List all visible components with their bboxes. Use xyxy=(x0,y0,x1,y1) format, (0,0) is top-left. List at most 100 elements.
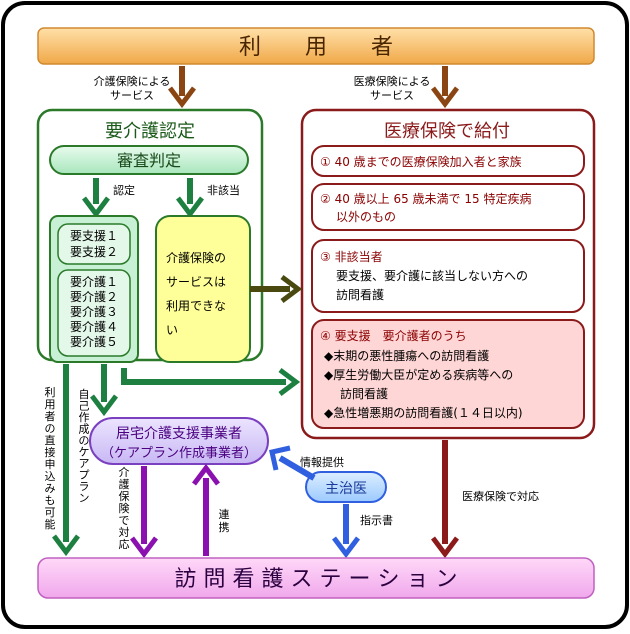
kaigo-taiou-char: 対 xyxy=(119,525,130,539)
not-available-box xyxy=(155,215,251,363)
kaigo-taiou-char: 護 xyxy=(119,477,130,491)
self-plan-char: ケ xyxy=(79,446,90,459)
medical-panel-title: 医療保険で給付 xyxy=(384,121,510,142)
arrow-higaitou xyxy=(176,178,204,219)
medical-box-3 xyxy=(311,239,585,313)
station-bar xyxy=(37,557,595,599)
arrow-levels-to-medical xyxy=(121,368,301,396)
renkei-char: 携 xyxy=(219,520,230,534)
medical-box-4-item2: ◆厚生労働大臣が定める疾病等への xyxy=(324,367,513,382)
medical-box-4 xyxy=(311,319,585,429)
kaigo-taiou-char: で xyxy=(119,514,130,527)
medical-box-3-line2: 訪問看護 xyxy=(336,287,384,302)
station-bar-label: 訪 問 看 護 ス テ ー シ ョ ン xyxy=(175,567,458,592)
direct-apply-char: 用 xyxy=(45,398,56,411)
care-panel-title: 要介護認定 xyxy=(105,121,195,142)
self-plan-char: 己 xyxy=(79,400,90,413)
user-bar-label: 利 用 者 xyxy=(239,35,393,60)
care-manager-line2: （ケアプラン作成事業者） xyxy=(101,445,257,461)
arrow-user-to-care xyxy=(168,66,196,109)
arrow-nintei xyxy=(82,178,110,219)
care-manager-line1: 居宅介護支援事業者 xyxy=(116,426,242,442)
judgement-box xyxy=(49,145,249,175)
arrow-higaitou-to-medical xyxy=(250,275,303,303)
medical-box-3-title: ③ 非該当者 xyxy=(320,249,383,264)
arrow-direct-apply xyxy=(52,364,80,557)
direct-apply-char: 申 xyxy=(45,458,56,471)
medical-box-4-title: ④ 要支援 要介護者のうち xyxy=(320,328,467,343)
medical-box-2 xyxy=(311,183,585,231)
kaigo-1: 要介護１ xyxy=(70,274,118,289)
arrow-higaitou-label: 非該当 xyxy=(207,183,240,197)
arrow-instruction xyxy=(332,504,360,559)
shien-1: 要支援１ xyxy=(70,229,118,243)
medical-box-4-item1: ◆末期の悪性腫瘍への訪問看護 xyxy=(324,348,489,363)
kaigo-5: 要介護５ xyxy=(70,334,118,349)
kaigo-taiou-char: 保 xyxy=(119,489,130,503)
kaigo-taiou-char: 険 xyxy=(119,502,130,515)
shien-box xyxy=(57,223,131,265)
self-plan-char: ン xyxy=(79,492,90,505)
kaigo-taiou-char: 介 xyxy=(119,466,130,479)
direct-apply-char: 利 xyxy=(45,386,56,399)
direct-apply-char: も xyxy=(45,494,56,507)
self-plan-char: ア xyxy=(79,457,90,470)
arrow-iryo-taiou xyxy=(431,440,459,559)
medical-box-3-line1: 要支援、要介護に該当しない方への xyxy=(336,268,528,283)
iryo-taiou-label: 医療保険で対応 xyxy=(462,489,539,503)
info-label: 情報提供 xyxy=(300,455,344,469)
care-manager-box xyxy=(89,417,269,465)
direct-apply-char: 込 xyxy=(45,470,56,483)
direct-apply-char: み xyxy=(45,482,56,495)
direct-apply-char: 能 xyxy=(45,517,56,531)
medical-box-1-text: ① 40 歳までの医療保険加入者と家族 xyxy=(320,154,522,169)
self-plan-char: ラ xyxy=(79,480,90,493)
kaigo-2: 要介護２ xyxy=(70,289,118,304)
kaigo-service-label-2: サービス xyxy=(110,89,154,102)
self-plan-char: 自 xyxy=(79,388,90,401)
direct-apply-char: 者 xyxy=(45,410,56,423)
shien-2: 要支援２ xyxy=(70,245,118,259)
kaigo-3: 要介護３ xyxy=(70,304,118,319)
doctor-label: 主治医 xyxy=(325,481,367,497)
renkei-label: 連携 xyxy=(219,507,230,534)
not-available-1: 介護保険の xyxy=(166,250,226,265)
medical-box-4-item4: ◆急性増悪期の訪問看護(１４日以内) xyxy=(324,405,523,420)
direct-apply-char: 直 xyxy=(45,433,56,447)
kaigo-taiou-char: 応 xyxy=(119,537,130,551)
medical-box-1 xyxy=(311,145,585,177)
direct-apply-char: の xyxy=(45,422,56,435)
not-available-3: 利用できな xyxy=(166,299,226,313)
kaigo-4: 要介護４ xyxy=(70,319,118,334)
medical-box-4-item3: 訪問看護 xyxy=(340,386,388,401)
kaigo-box xyxy=(57,269,131,357)
iryo-service-label-2: サービス xyxy=(370,89,414,102)
self-plan-char: の xyxy=(79,434,90,447)
arrow-info xyxy=(269,445,316,481)
direct-apply-char: 可 xyxy=(45,506,56,519)
arrow-renkei xyxy=(192,463,220,556)
medical-box-2-line2: 以外のもの xyxy=(336,210,396,224)
arrow-nintei-label: 認定 xyxy=(113,183,135,197)
self-plan-char: プ xyxy=(79,469,90,482)
renkei-char: 連 xyxy=(219,507,230,521)
doctor-box xyxy=(305,471,387,503)
direct-apply-char: 接 xyxy=(45,446,56,459)
kaigo-service-label-1: 介護保険による xyxy=(94,74,171,88)
self-plan-char: 作 xyxy=(79,411,90,424)
not-available-4: い xyxy=(166,323,178,337)
iryo-service-label-1: 医療保険による xyxy=(354,74,431,88)
user-bar xyxy=(37,27,595,65)
not-available-2: サービスは xyxy=(166,275,226,289)
medical-box-2-line1: ② 40 歳以上 65 歳未満で 15 特定疾病 xyxy=(320,191,531,206)
arrow-kaigo-taiou xyxy=(130,466,158,559)
judgement-label: 審査判定 xyxy=(117,151,181,170)
instruction-label: 指示書 xyxy=(360,513,393,527)
arrow-user-to-medical xyxy=(431,66,459,109)
self-plan-char: 成 xyxy=(79,423,90,436)
arrow-self-plan xyxy=(90,364,118,417)
